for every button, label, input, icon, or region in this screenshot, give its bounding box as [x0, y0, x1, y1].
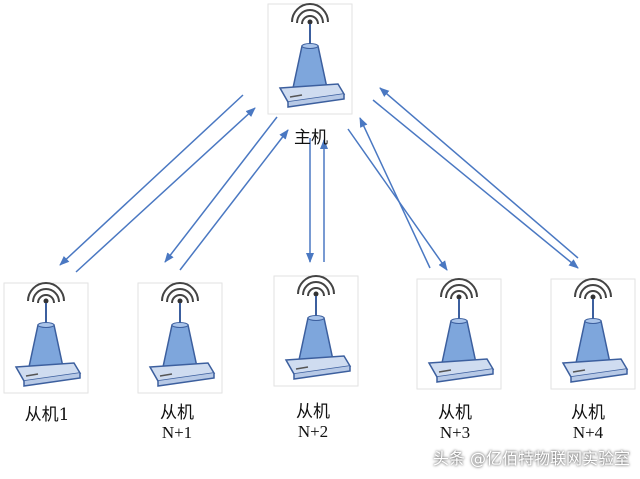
signal-icon: [27, 282, 65, 304]
slave-label-2: 从机 N+1: [142, 403, 212, 443]
slave-device-2: [137, 282, 223, 394]
slave-name: 从机: [438, 403, 472, 423]
slave-index: N+4: [572, 423, 604, 442]
arrow-down-slave-1: [59, 94, 244, 266]
slave-label-4: 从机 N+3: [420, 403, 490, 443]
master-device: [267, 3, 353, 115]
slave-device-1: [3, 282, 89, 394]
slave-index: N+1: [161, 423, 193, 442]
slave-label-3: 从机 N+2: [278, 402, 348, 442]
watermark: 头条 @亿佰特物联网实验室: [432, 449, 630, 468]
slave-label-5: 从机 N+4: [553, 403, 623, 443]
slave-name: 从机: [571, 403, 605, 423]
slave-device-5: [550, 278, 636, 390]
master-label: 主机: [294, 128, 328, 148]
slave-name: 从机: [160, 403, 194, 423]
slave-device-3: [273, 275, 359, 387]
slave-index: N+2: [297, 422, 329, 441]
slave-name: 从机: [296, 402, 330, 422]
arrow-down-slave-5: [372, 99, 579, 269]
arrow-down-slave-2: [164, 116, 278, 263]
slave-device-4: [416, 278, 502, 390]
slave-label-1: 从机1: [24, 405, 70, 425]
signal-icon: [574, 278, 612, 300]
arrow-up-slave-2: [179, 129, 289, 271]
signal-icon: [297, 275, 335, 297]
arrow-up-slave-1: [75, 107, 256, 273]
arrow-up-slave-5: [379, 87, 579, 259]
signal-icon: [291, 3, 329, 25]
arrow-up-slave-4: [359, 117, 431, 269]
signal-icon: [440, 278, 478, 300]
signal-icon: [161, 282, 199, 304]
slave-index: N+3: [439, 423, 471, 442]
